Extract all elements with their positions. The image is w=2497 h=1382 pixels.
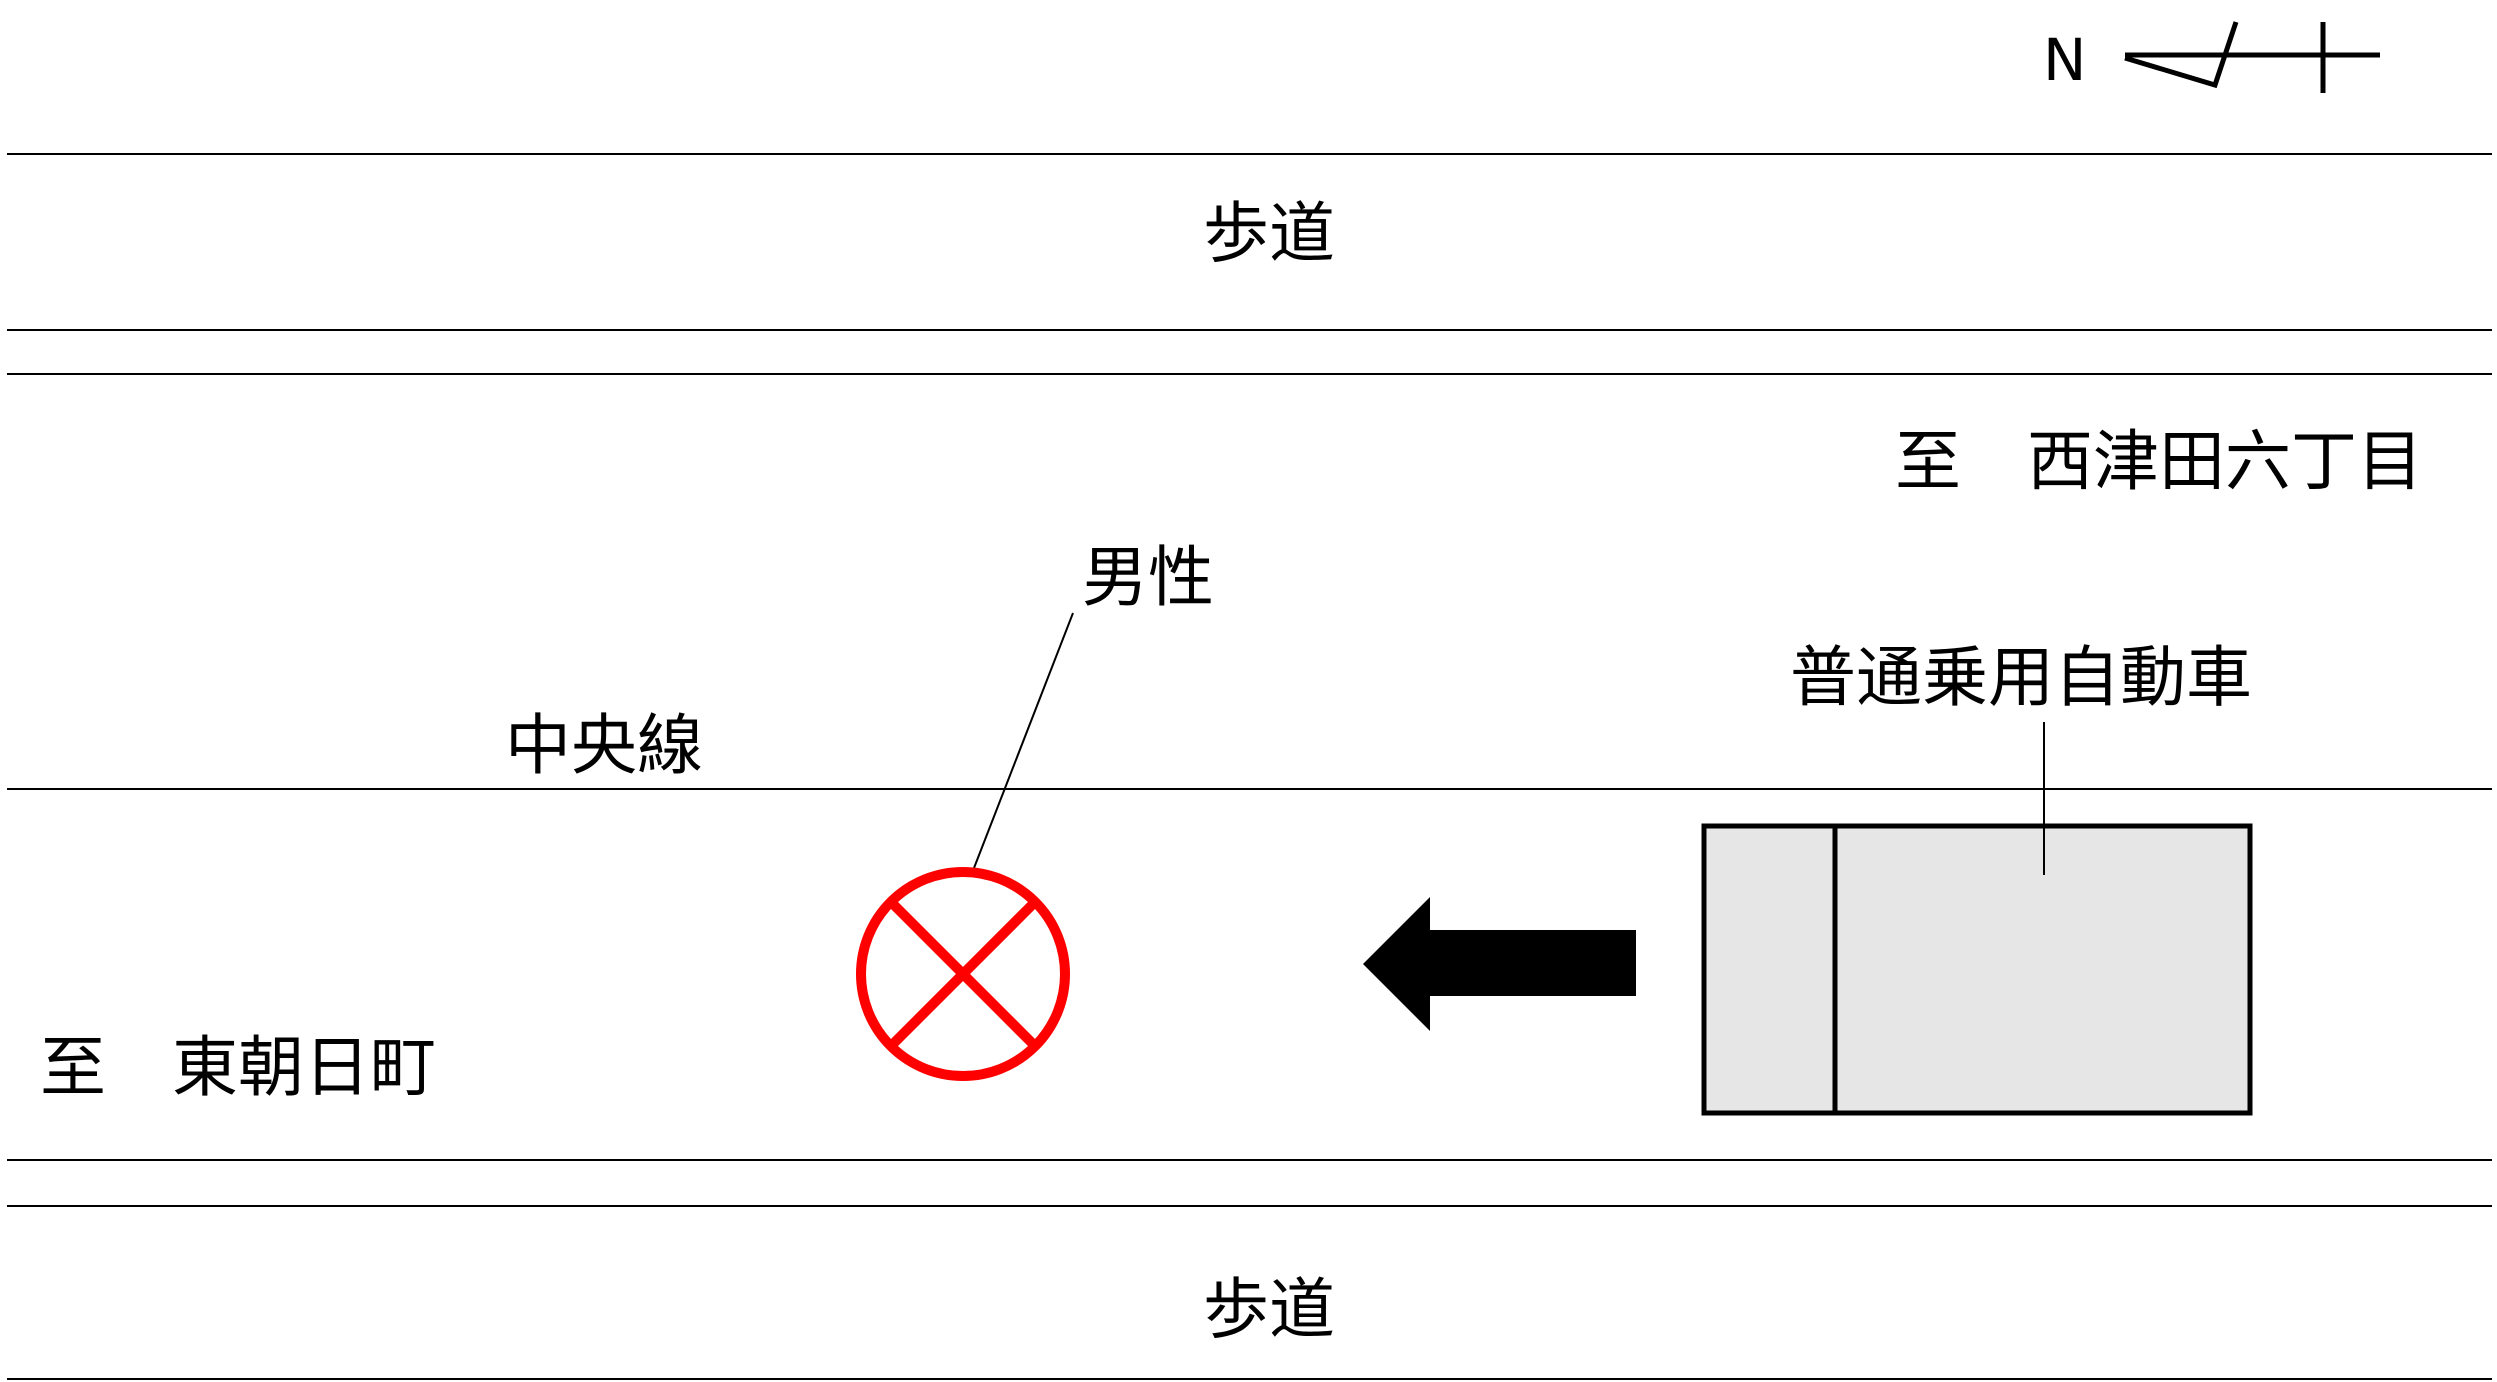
vehicle-label: 普通乗用自動車 [1790, 639, 2252, 716]
vehicle [1701, 823, 2253, 1116]
road-lines [7, 153, 2492, 1380]
pedestrian-leader-line [973, 612, 1074, 869]
north-indicator: N [2043, 21, 2380, 94]
direction-east-label: 至 東朝日町 [40, 1029, 436, 1106]
pedestrian-label: 男性 [1082, 539, 1214, 616]
sidewalk-top-label: 歩道 [1203, 195, 1335, 272]
arrow-left-icon [1363, 897, 1636, 1031]
direction-west-label: 至 西津田六丁目 [1895, 423, 2423, 500]
center-line-label: 中央線 [505, 707, 703, 784]
vehicle-body [1701, 823, 2253, 1116]
north-letter: N [2043, 26, 2086, 94]
north-arrow-icon [2124, 21, 2380, 93]
circled-x-icon [856, 867, 1070, 1081]
sidewalk-bottom-label: 歩道 [1203, 1271, 1335, 1348]
